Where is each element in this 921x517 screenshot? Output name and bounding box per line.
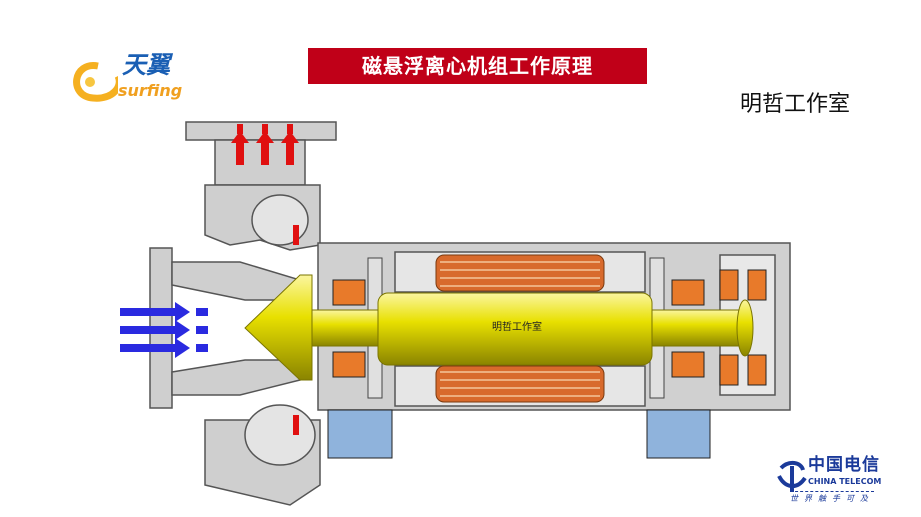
stator-coil [435,254,605,403]
impeller [244,274,313,381]
china-telecom-logo-icon [777,461,807,492]
china-telecom-slogan: 世界触手可及 [790,491,874,504]
outflow-arrows [231,124,299,435]
tianyi-logo-subtext: surfing [118,81,183,100]
slide-title: 磁悬浮离心机组工作原理 [308,48,647,84]
tianyi-logo-icon [73,62,118,102]
shaft-label: 明哲工作室 [492,322,542,333]
maglev-centrifugal-diagram [120,121,791,506]
inflow-arrows [120,302,208,358]
tianyi-logo-text: 天翼 [122,51,170,79]
coil-windings [440,261,600,397]
magnetic-bearing [332,269,767,386]
rotor-shaft [299,292,754,366]
support-feet [327,409,711,459]
studio-name: 明哲工作室 [740,92,851,117]
pump-housing [149,121,337,506]
china-telecom-en: CHINA TELECOM [808,477,882,486]
china-telecom-name: 中国电信 [808,455,880,475]
